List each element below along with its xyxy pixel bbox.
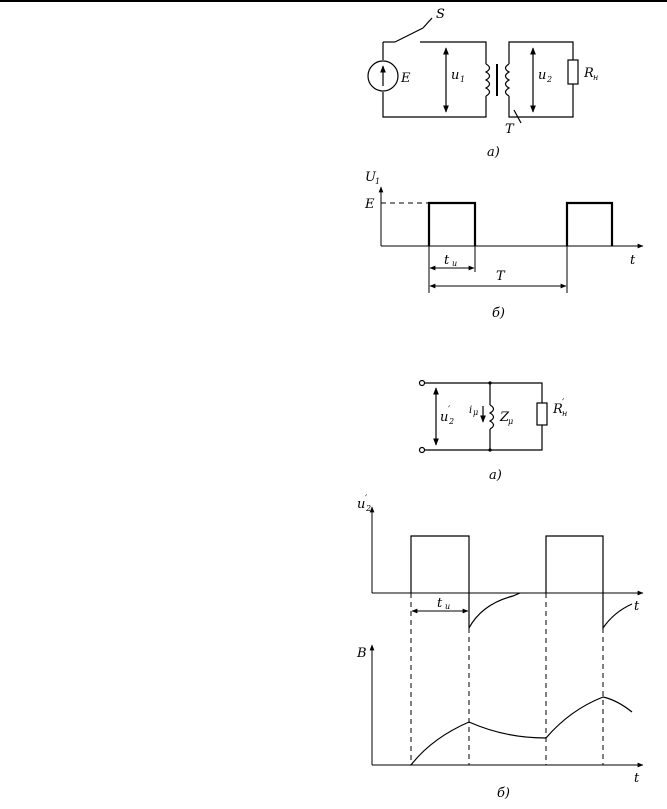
junction-dot xyxy=(488,448,492,452)
load-resistor-icon xyxy=(567,59,579,85)
junction-dot xyxy=(488,381,492,385)
load-label: R xyxy=(583,66,594,81)
magnetizing-coil-icon xyxy=(488,404,495,430)
overshoot-1 xyxy=(468,592,521,629)
input-voltage-label: u xyxy=(440,410,448,425)
period-label: T xyxy=(496,269,506,284)
u1-subscript: 1 xyxy=(460,75,465,84)
load-subscript: н xyxy=(562,409,567,418)
secondary-coil-icon xyxy=(504,63,511,97)
caption-b-2: б) xyxy=(497,786,510,801)
y-axis-prime: ′ xyxy=(365,494,368,505)
load-subscript: н xyxy=(593,73,598,82)
voltage-source-icon xyxy=(367,60,399,92)
current-subscript: μ xyxy=(473,408,478,417)
pulse-1 xyxy=(410,535,470,593)
y-axis-label: u xyxy=(357,497,365,512)
transformer-label-leader xyxy=(513,109,522,124)
caption-b-1: б) xyxy=(492,306,505,321)
wire xyxy=(508,41,574,64)
dashed-guides xyxy=(410,593,604,765)
graph-2: u ′ 2 t и t xyxy=(357,494,644,630)
pulse-width-subscript: и xyxy=(445,602,450,611)
input-terminal xyxy=(418,379,426,387)
level-label: E xyxy=(364,197,375,212)
wire xyxy=(425,425,543,451)
current-label: i xyxy=(469,405,472,416)
pulse-1 xyxy=(427,201,477,246)
x-axis-label: t xyxy=(634,599,640,614)
graph-1: U 1 E t и T t б) xyxy=(364,170,644,321)
y-axis-label: B xyxy=(356,646,367,661)
transformer-label: T xyxy=(505,122,515,137)
impedance-subscript: μ xyxy=(508,417,513,426)
input-voltage-prime: ′ xyxy=(448,405,451,416)
overshoot-2 xyxy=(602,593,633,630)
pulse-2 xyxy=(565,201,614,246)
wire xyxy=(425,382,543,403)
input-terminal xyxy=(418,446,426,454)
load-resistor-icon xyxy=(536,402,548,426)
u2-label: u xyxy=(538,68,546,83)
circuit-1: S E u 1 u 2 R н T а) xyxy=(367,7,598,160)
wire xyxy=(382,92,487,118)
impedance-label: Z xyxy=(499,410,510,425)
switch-blade xyxy=(394,27,424,43)
u1-label: u xyxy=(451,68,459,83)
wire xyxy=(508,84,574,118)
x-axis-label: t xyxy=(634,771,640,786)
wire xyxy=(420,41,487,64)
circuit-2: u ′ 2 i μ Z μ R ′ н а) xyxy=(418,379,567,483)
graph-3: B t б) xyxy=(356,644,644,801)
caption-a-1: а) xyxy=(487,145,500,160)
switch-label: S xyxy=(436,7,445,22)
y-axis-subscript: 2 xyxy=(365,504,371,513)
pulse-width-label: t xyxy=(437,596,443,611)
source-label: E xyxy=(400,71,411,86)
input-voltage-subscript: 2 xyxy=(448,417,454,426)
primary-coil-icon xyxy=(484,63,491,97)
caption-a-2: а) xyxy=(489,468,502,483)
pulse-width-label: t xyxy=(444,253,450,268)
u2-subscript: 2 xyxy=(546,75,552,84)
flux-density-curve xyxy=(410,696,633,766)
pulse-2 xyxy=(545,535,604,593)
y-axis-subscript: 1 xyxy=(375,177,380,186)
pulse-width-subscript: и xyxy=(452,259,457,268)
switch-label-leader xyxy=(422,17,433,29)
y-axis-label: U xyxy=(365,170,377,185)
x-axis-label: t xyxy=(630,253,636,268)
top-rule xyxy=(0,0,667,2)
load-prime: ′ xyxy=(562,398,565,409)
load-label: R xyxy=(552,402,563,417)
